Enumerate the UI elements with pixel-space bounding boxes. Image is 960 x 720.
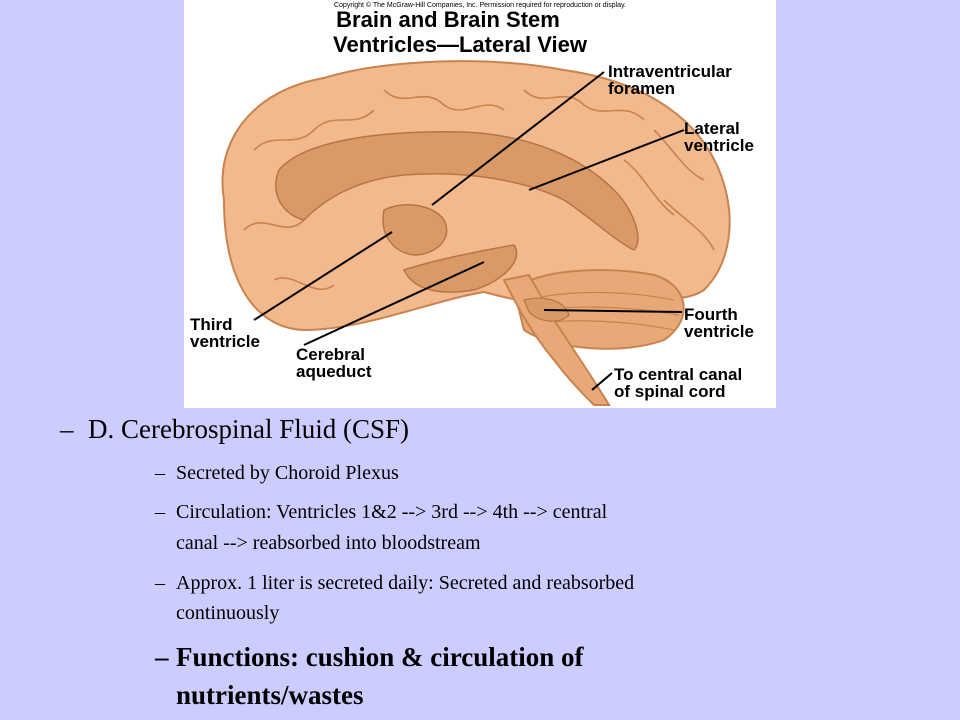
- label-central-canal-l2: of spinal cord: [614, 382, 725, 401]
- bullet-dash-2: –: [155, 501, 165, 523]
- bullet-1-line-1: Secreted by Choroid Plexus: [176, 462, 399, 484]
- label-pointers: [253, 71, 685, 391]
- label-fourth-ventricle-l1: Fourth: [684, 305, 738, 324]
- brain-illustration: Copyright © The McGraw-Hill Companies, I…: [190, 1, 754, 406]
- label-central-canal-l1: To central canal: [614, 365, 742, 384]
- label-cerebral-aqueduct-l1: Cerebral: [296, 345, 365, 364]
- bullet-3-line-1: Approx. 1 liter is secreted daily: Secre…: [176, 572, 635, 594]
- bullet-dash-3: –: [155, 572, 165, 594]
- bullet-3-line-2: continuously: [176, 602, 280, 624]
- bullet-4-line-2: nutrients/wastes: [176, 680, 364, 710]
- figure-title-line2: Ventricles—Lateral View: [333, 32, 588, 57]
- label-third-ventricle-l2: ventricle: [190, 332, 260, 351]
- label-lateral-ventricle-l1: Lateral: [684, 119, 740, 138]
- figure-title-line1: Brain and Brain Stem: [336, 7, 560, 32]
- bullet-dash-1: –: [155, 462, 165, 484]
- label-fourth-ventricle-l2: ventricle: [684, 322, 754, 341]
- label-third-ventricle-l1: Third: [190, 315, 233, 334]
- copyright-text: Copyright © The McGraw-Hill Companies, I…: [334, 1, 626, 9]
- label-cerebral-aqueduct-l2: aqueduct: [296, 362, 372, 381]
- label-lateral-ventricle-l2: ventricle: [684, 136, 754, 155]
- heading-text: D. Cerebrospinal Fluid (CSF): [88, 414, 409, 444]
- bullet-2-line-1: Circulation: Ventricles 1&2 --> 3rd --> …: [176, 501, 608, 523]
- heading-dash: –: [60, 414, 74, 444]
- bullet-2-line-2: canal --> reabsorbed into bloodstream: [176, 532, 481, 554]
- brain-ventricles-figure: Copyright © The McGraw-Hill Companies, I…: [184, 0, 776, 408]
- label-intraventricular-foramen-l1: Intraventricular: [608, 62, 732, 81]
- bullet-dash-4: –: [155, 642, 169, 672]
- bullet-4-line-1: Functions: cushion & circulation of: [176, 642, 584, 672]
- label-intraventricular-foramen-l2: foramen: [608, 79, 675, 98]
- brain-drawing: [221, 60, 731, 406]
